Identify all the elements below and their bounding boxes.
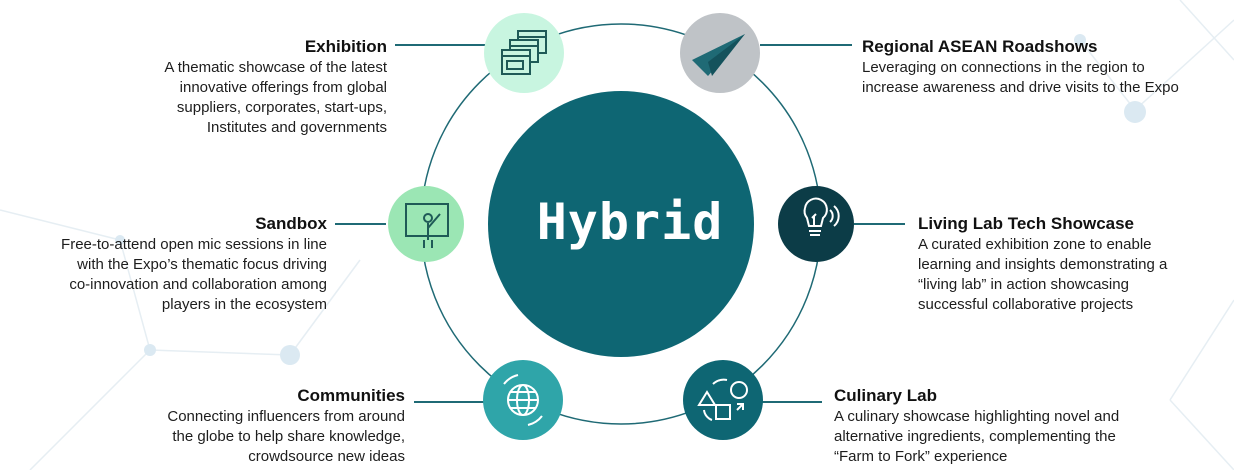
- roadshows-desc-line: Leveraging on connections in the region …: [862, 59, 1145, 76]
- livinglab-label: Living Lab Tech Showcase A curated exhib…: [918, 213, 1234, 315]
- roadshows-desc-line: increase awareness and drive visits to t…: [862, 79, 1179, 96]
- node-roadshows: [680, 13, 760, 93]
- livinglab-desc-line: successful collaborative projects: [918, 296, 1134, 313]
- paper-plane-icon: [692, 34, 745, 76]
- exhibition-desc-line: Institutes and governments: [206, 119, 387, 136]
- presenter-icon: [405, 203, 449, 248]
- sandbox-desc-line: co-innovation and collaboration among: [69, 276, 327, 293]
- livinglab-desc-line: A curated exhibition zone to enable: [918, 236, 1152, 253]
- livinglab-title: Living Lab Tech Showcase: [918, 214, 1135, 233]
- exhibition-label: Exhibition A thematic showcase of the la…: [90, 36, 387, 138]
- livinglab-desc-line: “living lab” in action showcasing: [918, 276, 1129, 293]
- globe-icon: [503, 374, 543, 426]
- exhibition-desc-line: A thematic showcase of the latest: [164, 59, 387, 76]
- center-circle: [488, 91, 754, 357]
- culinary-desc-line: “Farm to Fork” experience: [834, 448, 1008, 465]
- node-sandbox: [388, 186, 464, 262]
- smart-bulb-icon: [803, 197, 840, 236]
- livinglab-desc-line: learning and insights demonstrating a: [918, 256, 1168, 273]
- communities-label: Communities Connecting influencers from …: [100, 385, 405, 467]
- culinary-desc-line: alternative ingredients, complementing t…: [834, 428, 1116, 445]
- node-communities: [483, 360, 563, 440]
- exhibition-title: Exhibition: [304, 37, 387, 56]
- roadshows-title: Regional ASEAN Roadshows: [862, 37, 1098, 56]
- sandbox-desc-line: players in the ecosystem: [161, 296, 327, 313]
- culinary-desc-line: A culinary showcase highlighting novel a…: [834, 408, 1120, 425]
- node-exhibition: [484, 13, 564, 93]
- exhibition-desc-line: suppliers, corporates, start-ups,: [176, 99, 387, 116]
- culinary-title: Culinary Lab: [834, 386, 937, 405]
- exhibition-desc-line: innovative offerings from global: [179, 79, 387, 96]
- communities-desc-line: the globe to help share knowledge,: [172, 428, 405, 445]
- sandbox-desc-line: Free-to-attend open mic sessions in line: [61, 236, 327, 253]
- culinary-label: Culinary Lab A culinary showcase highlig…: [834, 385, 1214, 467]
- communities-title: Communities: [297, 386, 405, 405]
- center-label: Hybrid: [536, 193, 724, 251]
- sandbox-desc-line: with the Expo’s thematic focus driving: [77, 256, 327, 273]
- roadshows-label: Regional ASEAN Roadshows Leveraging on c…: [862, 36, 1234, 98]
- communities-desc-line: crowdsource new ideas: [248, 448, 405, 465]
- communities-desc-line: Connecting influencers from around: [167, 408, 405, 425]
- sandbox-title: Sandbox: [255, 214, 327, 233]
- node-livinglab: [778, 186, 854, 262]
- node-culinary: [683, 360, 763, 440]
- windows-icon: [501, 30, 547, 75]
- sandbox-label: Sandbox Free-to-attend open mic sessions…: [0, 213, 327, 315]
- shapes-icon: [697, 378, 748, 421]
